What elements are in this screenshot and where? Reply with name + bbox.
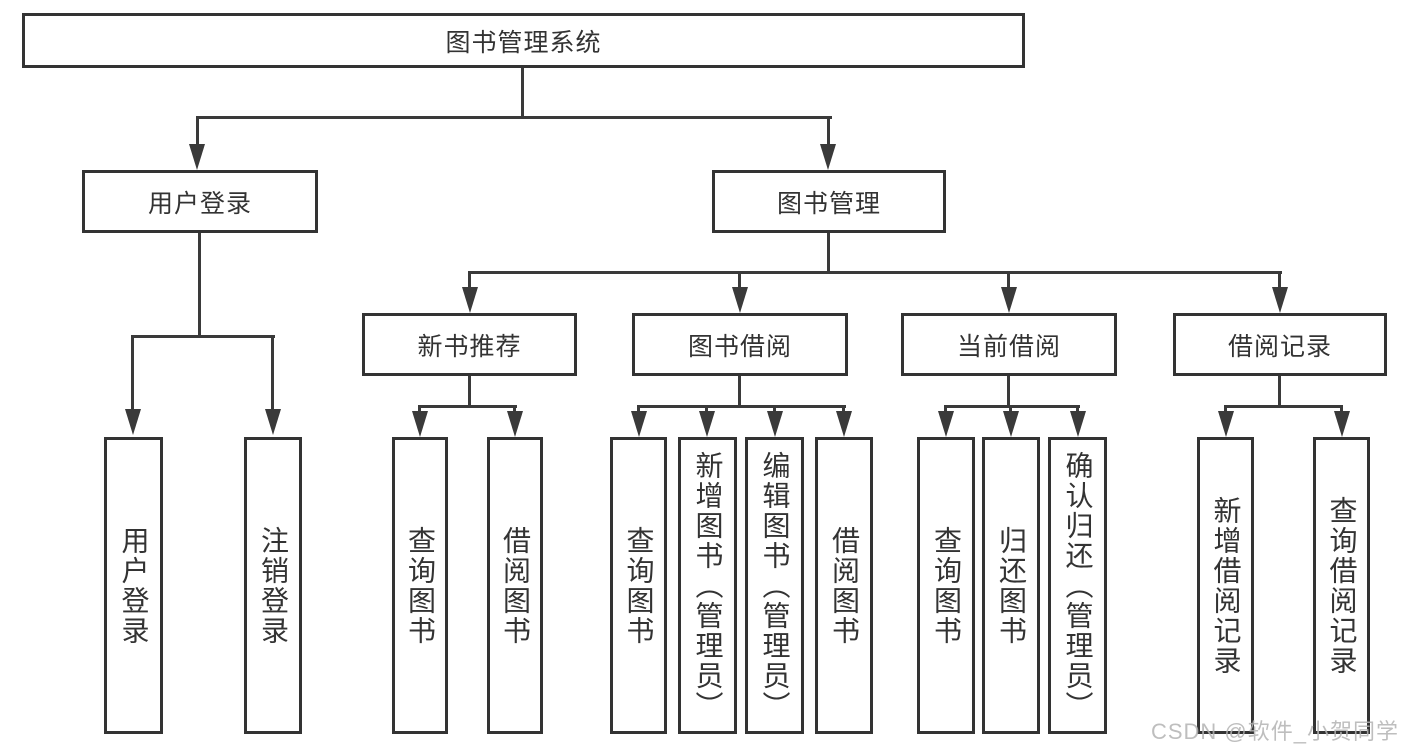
leaf-add-borrow-record-label: 新增借阅记录	[1210, 495, 1242, 676]
connector-module-stub	[1007, 376, 1010, 407]
node-new-book-recommend: 新书推荐	[362, 313, 577, 376]
arrow-down-icon	[1218, 411, 1234, 437]
connector-level3-branch	[468, 271, 1282, 274]
leaf-borrow-books-recommend: 借阅图书	[487, 437, 543, 734]
connector-shaft	[1076, 405, 1079, 415]
arrow-down-icon	[462, 287, 478, 313]
node-user-login-label: 用户登录	[147, 189, 252, 218]
connector-shaft	[842, 405, 845, 415]
node-book-borrow-label: 图书借阅	[687, 332, 792, 361]
arrow-down-icon	[507, 411, 523, 437]
arrow-down-icon	[265, 409, 281, 435]
leaf-add-borrow-record: 新增借阅记录	[1197, 437, 1254, 734]
connector-shaft	[468, 271, 471, 289]
csdn-watermark: CSDN @软件_小贺同学	[1150, 719, 1399, 744]
arrow-down-icon	[1001, 287, 1017, 313]
connector-leaf-branch	[944, 405, 1080, 408]
connector-shaft	[637, 405, 640, 415]
arrow-down-icon	[1070, 411, 1086, 437]
arrow-down-icon	[767, 411, 783, 437]
leaf-query-books-recommend-label: 查询图书	[405, 525, 436, 646]
connector-module-stub	[468, 376, 471, 407]
node-borrow-records-label: 借阅记录	[1227, 332, 1332, 361]
node-borrow-records: 借阅记录	[1173, 313, 1387, 376]
connector-root-stub	[521, 68, 524, 118]
arrow-down-icon	[1334, 411, 1350, 437]
leaf-logout: 注销登录	[244, 437, 302, 734]
leaf-confirm-return-admin: 确认归还（管理员）	[1048, 437, 1107, 734]
arrow-down-icon	[1272, 287, 1288, 313]
connector-level2-branch	[196, 116, 832, 119]
connector-shaft	[271, 335, 274, 411]
leaf-return-books-label: 归还图书	[996, 525, 1027, 646]
connector-shaft	[418, 405, 421, 415]
node-book-management-label: 图书管理	[776, 189, 881, 218]
node-current-borrow-label: 当前借阅	[956, 332, 1061, 361]
connector-shaft	[1340, 405, 1343, 415]
arrow-down-icon	[412, 411, 428, 437]
connector-leaf-branch	[637, 405, 846, 408]
connector-shaft	[705, 405, 708, 415]
leaf-confirm-return-admin-label: 确认归还（管理员）	[1062, 450, 1094, 721]
leaf-query-books-recommend: 查询图书	[392, 437, 448, 734]
arrow-down-icon	[631, 411, 647, 437]
connector-shaft	[1224, 405, 1227, 415]
arrow-down-icon	[820, 144, 836, 170]
connector-user-branch	[131, 335, 275, 338]
connector-shaft	[773, 405, 776, 415]
connector-module-stub	[738, 376, 741, 407]
arrow-down-icon	[938, 411, 954, 437]
connector-leaf-branch	[418, 405, 517, 408]
arrow-down-icon	[732, 287, 748, 313]
leaf-return-books: 归还图书	[982, 437, 1040, 734]
leaf-edit-books-admin: 编辑图书（管理员）	[745, 437, 804, 734]
connector-shaft	[1007, 271, 1010, 289]
connector-shaft	[513, 405, 516, 415]
connector-shaft	[827, 116, 830, 146]
arrow-down-icon	[699, 411, 715, 437]
leaf-edit-books-admin-label: 编辑图书（管理员）	[759, 450, 791, 721]
node-book-management: 图书管理	[712, 170, 946, 233]
leaf-query-books-borrow: 查询图书	[610, 437, 667, 734]
arrow-down-icon	[836, 411, 852, 437]
connector-shaft	[944, 405, 947, 415]
connector-shaft	[1278, 271, 1281, 289]
leaf-query-books-current-label: 查询图书	[931, 525, 962, 646]
connector-shaft	[196, 116, 199, 146]
leaf-borrow-books-recommend-label: 借阅图书	[500, 525, 531, 646]
node-current-borrow: 当前借阅	[901, 313, 1117, 376]
leaf-query-books-borrow-label: 查询图书	[623, 525, 655, 646]
leaf-user-login: 用户登录	[104, 437, 163, 734]
leaf-add-books-admin: 新增图书（管理员）	[678, 437, 737, 734]
leaf-query-borrow-record-label: 查询借阅记录	[1326, 495, 1358, 676]
node-book-borrow: 图书借阅	[632, 313, 848, 376]
connector-leaf-branch	[1224, 405, 1343, 408]
connector-module-stub	[1278, 376, 1281, 407]
connector-mgmt-stub	[827, 233, 830, 273]
node-library-system-label: 图书管理系统	[445, 28, 602, 57]
node-new-book-recommend-label: 新书推荐	[417, 332, 522, 361]
arrow-down-icon	[125, 409, 141, 435]
arrow-down-icon	[1003, 411, 1019, 437]
leaf-logout-label: 注销登录	[258, 525, 289, 646]
leaf-borrow-books: 借阅图书	[815, 437, 873, 734]
leaf-borrow-books-label: 借阅图书	[829, 525, 860, 646]
leaf-query-borrow-record: 查询借阅记录	[1313, 437, 1370, 734]
leaf-add-books-admin-label: 新增图书（管理员）	[692, 450, 724, 721]
leaf-query-books-current: 查询图书	[917, 437, 975, 734]
arrow-down-icon	[189, 144, 205, 170]
connector-user-stub	[198, 233, 201, 337]
connector-shaft	[1009, 405, 1012, 415]
connector-shaft	[131, 335, 134, 411]
leaf-user-login-label: 用户登录	[118, 525, 150, 646]
node-library-system: 图书管理系统	[22, 13, 1025, 68]
connector-shaft	[738, 271, 741, 289]
node-user-login: 用户登录	[82, 170, 318, 233]
